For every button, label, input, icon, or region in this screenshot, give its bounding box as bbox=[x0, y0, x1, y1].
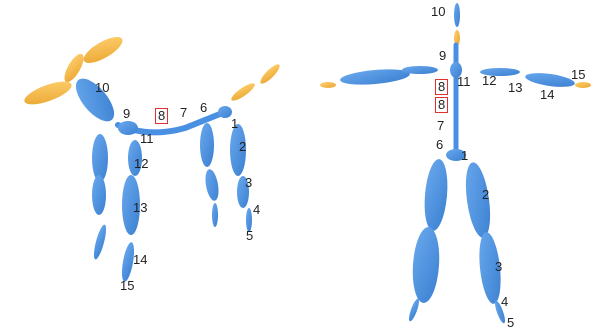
left-back-limb bbox=[230, 124, 246, 176]
left-back-limb bbox=[212, 203, 218, 227]
right-arm-segment bbox=[525, 73, 575, 87]
left-skeleton bbox=[24, 37, 280, 282]
right-head-segment bbox=[454, 3, 460, 27]
left-label-10: 10 bbox=[95, 80, 110, 95]
left-back-limb bbox=[237, 176, 249, 208]
right-leg-segment bbox=[409, 298, 419, 322]
right-label-14: 14 bbox=[540, 87, 555, 102]
right-label-8a-highlighted: 8 bbox=[435, 79, 449, 95]
left-head-segment bbox=[83, 37, 123, 63]
right-label-6: 6 bbox=[436, 137, 444, 152]
right-leg-segment bbox=[479, 232, 501, 304]
right-label-12: 12 bbox=[482, 73, 497, 88]
left-back-limb bbox=[200, 123, 214, 167]
left-label-1: 1 bbox=[231, 116, 239, 131]
left-spine-joint bbox=[118, 121, 138, 135]
left-label-4: 4 bbox=[253, 202, 261, 217]
left-front-limb bbox=[93, 224, 107, 260]
left-front-limb bbox=[92, 134, 108, 182]
right-label-2: 2 bbox=[482, 187, 490, 202]
right-label-7: 7 bbox=[437, 118, 445, 133]
left-back-limb bbox=[205, 169, 219, 201]
right-leg-segment bbox=[465, 162, 491, 238]
right-label-11: 11 bbox=[457, 74, 471, 89]
left-label-9: 9 bbox=[123, 106, 131, 121]
left-front-limb bbox=[128, 140, 142, 176]
right-label-8b-highlighted: 8 bbox=[435, 97, 449, 113]
left-label-8-highlighted: 8 bbox=[155, 108, 169, 124]
right-arm-segment bbox=[402, 66, 438, 74]
right-leg-segment bbox=[412, 227, 440, 303]
right-pelvis bbox=[446, 149, 466, 161]
right-label-5: 5 bbox=[507, 315, 515, 330]
right-leg-segment bbox=[495, 300, 505, 324]
left-tail-segment bbox=[260, 64, 280, 84]
right-skeleton bbox=[320, 3, 591, 324]
right-label-1: 1 bbox=[461, 148, 469, 163]
left-label-3: 3 bbox=[245, 175, 253, 190]
right-label-3: 3 bbox=[495, 259, 503, 274]
left-label-13: 13 bbox=[133, 200, 148, 215]
right-label-4: 4 bbox=[501, 294, 509, 309]
left-label-14: 14 bbox=[133, 252, 148, 267]
right-label-10: 10 bbox=[431, 4, 446, 19]
left-neck-segment bbox=[75, 78, 115, 122]
left-label-7: 7 bbox=[180, 105, 188, 120]
left-label-15: 15 bbox=[120, 278, 135, 293]
right-hand bbox=[320, 82, 336, 88]
left-front-limb bbox=[122, 175, 140, 235]
right-head-segment bbox=[454, 30, 460, 46]
left-head-segment bbox=[24, 81, 72, 105]
right-label-15: 15 bbox=[571, 67, 586, 82]
left-label-6: 6 bbox=[200, 100, 208, 115]
right-arm-segment bbox=[480, 68, 520, 76]
left-tail-segment bbox=[231, 83, 255, 101]
right-label-13: 13 bbox=[508, 80, 523, 95]
right-hand bbox=[575, 82, 591, 88]
right-arm-segment bbox=[340, 69, 410, 85]
right-chest-joint bbox=[450, 62, 462, 78]
left-label-2: 2 bbox=[239, 139, 247, 154]
left-label-11: 11 bbox=[140, 131, 154, 146]
left-label-5: 5 bbox=[246, 228, 254, 243]
left-back-limb bbox=[246, 208, 252, 232]
left-label-12: 12 bbox=[134, 156, 149, 171]
left-front-limb bbox=[121, 242, 135, 282]
left-head-segment bbox=[64, 53, 84, 83]
left-hip-joint bbox=[218, 106, 232, 118]
right-leg-segment bbox=[424, 159, 448, 231]
left-front-limb bbox=[92, 175, 106, 215]
right-label-9: 9 bbox=[439, 48, 447, 63]
